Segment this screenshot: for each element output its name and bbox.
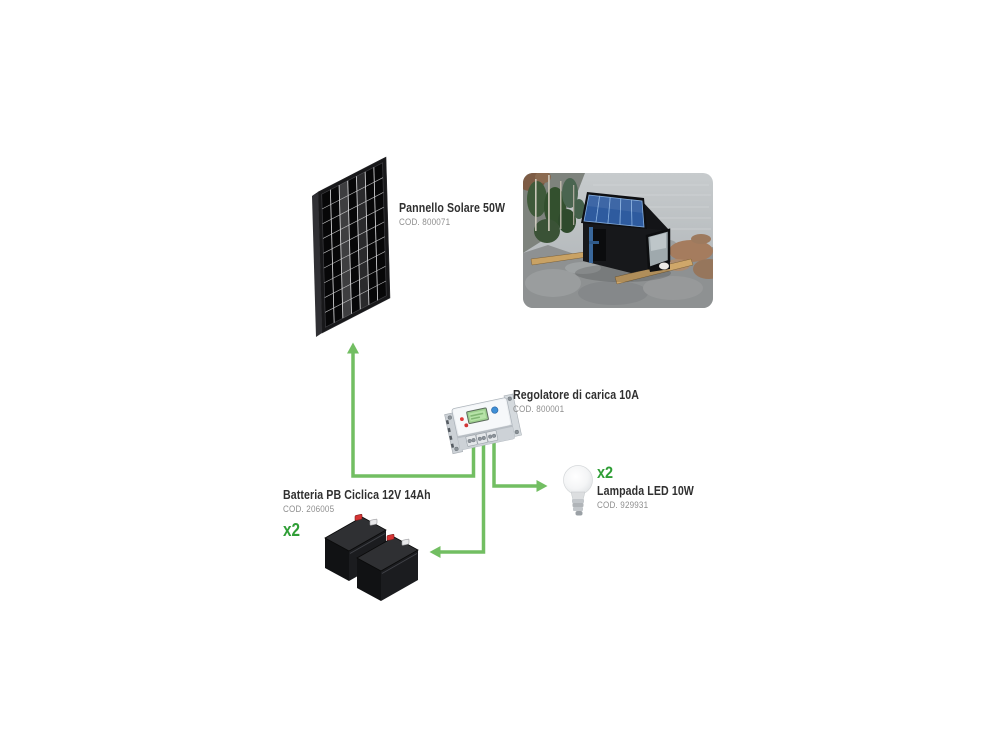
regulator-code: COD. 800001 <box>513 404 565 416</box>
regulator-button <box>491 406 499 414</box>
regulator-terminals <box>465 430 499 447</box>
lamp-code: COD. 929931 <box>597 500 649 512</box>
panel-label: Pannello Solare 50W COD. 800071 <box>399 201 505 228</box>
battery-title: Batteria PB Ciclica 12V 14Ah <box>283 488 431 502</box>
panel-code: COD. 800071 <box>399 217 451 229</box>
rock-texture <box>525 234 713 305</box>
lamp-title: Lampada LED 10W <box>597 484 694 498</box>
arrow-to-battery <box>429 445 486 558</box>
arrow-to-panel <box>347 342 476 478</box>
battery-quantity-badge: x2 <box>283 520 301 541</box>
battery-terminal-positive <box>354 514 363 521</box>
lamp-label: x2 Lampada LED 10W COD. 929931 <box>597 464 694 511</box>
white-chair <box>659 262 669 270</box>
connection-arrows <box>347 342 548 558</box>
cabin <box>581 192 671 273</box>
battery-terminal-negative <box>369 518 378 526</box>
battery-terminal-positive <box>386 534 395 541</box>
regulator-label: Regolatore di carica 10A COD. 800001 <box>513 388 639 415</box>
regulator-led <box>460 417 464 422</box>
roof-solar-panels <box>583 194 645 228</box>
arrow-to-lamp <box>492 443 548 492</box>
charge-regulator-illustration <box>444 393 522 455</box>
battery-terminal-negative <box>401 538 410 546</box>
cabin-photo <box>523 173 713 308</box>
battery-front <box>356 534 419 601</box>
lamp-quantity-badge: x2 <box>597 463 614 482</box>
battery-label: Batteria PB Ciclica 12V 14Ah COD. 206005… <box>283 488 431 539</box>
panel-title: Pannello Solare 50W <box>399 201 506 215</box>
solar-panel-illustration <box>312 156 391 337</box>
cabin-door <box>593 229 606 261</box>
battery-code: COD. 206005 <box>283 504 335 516</box>
regulator-title: Regolatore di carica 10A <box>513 388 640 402</box>
led-bulb-illustration <box>563 465 593 516</box>
regulator-led <box>464 423 469 428</box>
battery-illustration <box>324 514 419 601</box>
